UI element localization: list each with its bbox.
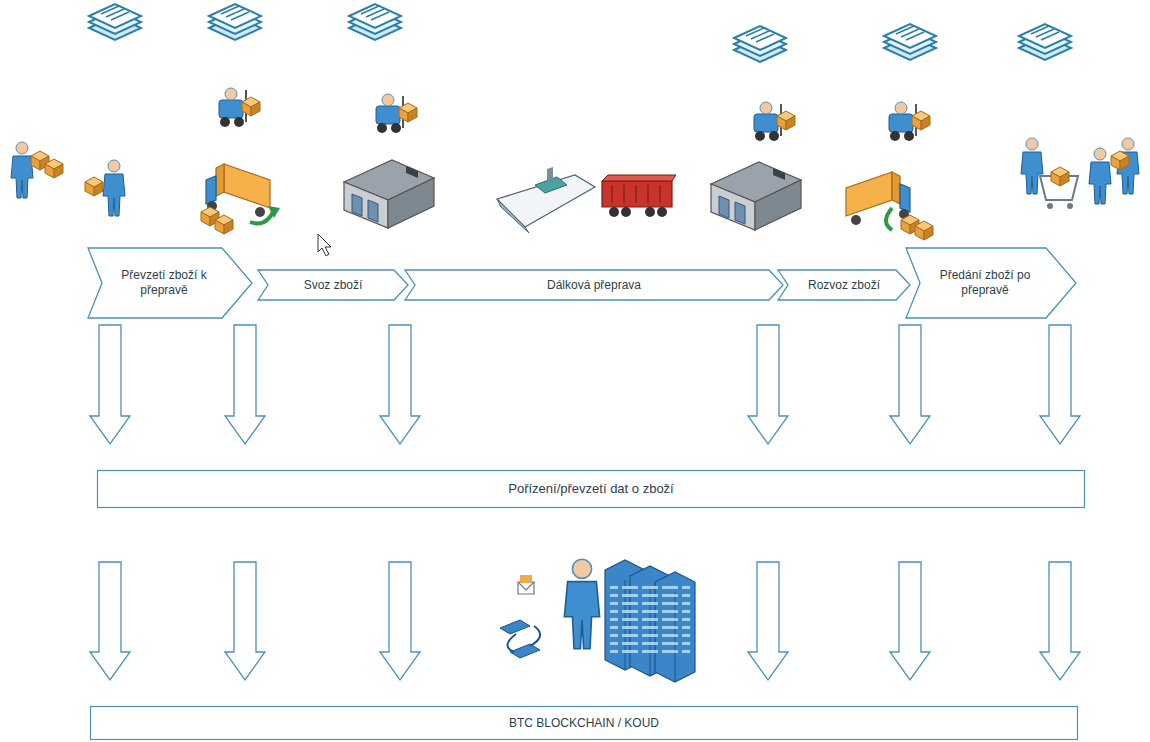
cursor-icon	[318, 234, 331, 256]
data-band: Pořízení/převzetí dat o zboží	[97, 470, 1085, 508]
green-arrow	[268, 206, 280, 218]
process-chevron: Rozvoz zboží	[778, 270, 910, 300]
process-chevron: Svoz zboží	[258, 270, 408, 300]
document-stack	[89, 4, 141, 40]
truck-icon	[846, 172, 910, 225]
receiver-people	[1021, 138, 1139, 209]
block-arrow	[225, 562, 265, 680]
document-stack	[734, 26, 786, 62]
label-area: BTC BLOCKCHAIN / KOUD	[90, 706, 1078, 740]
label-area: Svoz zboží	[258, 270, 408, 300]
person-icon	[1089, 148, 1111, 204]
parcel-icon	[45, 159, 63, 178]
server-slots	[610, 585, 690, 655]
block-arrow	[380, 325, 420, 444]
truck-icon	[206, 164, 270, 217]
warehouse-icon	[344, 160, 434, 228]
process-chevron: Převzetí zboží k přepravě	[88, 248, 252, 318]
block-arrow	[90, 325, 130, 444]
block-arrow	[1040, 325, 1080, 444]
forklift-icon	[889, 102, 930, 141]
label-area: Pořízení/převzetí dat o zboží	[97, 470, 1085, 508]
node-text: Dálková přeprava	[547, 278, 641, 293]
forklift-icon	[219, 88, 260, 127]
transport-icons	[201, 160, 933, 240]
person-icon	[103, 160, 125, 216]
node-text: Pořízení/převzetí dat o zboží	[508, 481, 673, 497]
person-icon	[564, 559, 599, 649]
person-icon	[1021, 138, 1043, 194]
node-text: Rozvoz zboží	[808, 278, 880, 293]
parcel-icon	[915, 221, 933, 240]
node-text: Svoz zboží	[304, 278, 363, 293]
block-arrow	[890, 325, 930, 444]
green-arrow	[886, 208, 892, 230]
envelope-icon	[520, 575, 532, 583]
node-text: Předání zboží po přepravě	[926, 268, 1044, 298]
label-area: Předání zboží po přepravě	[906, 248, 1076, 318]
document-stack	[349, 4, 401, 40]
chevron-shape	[778, 270, 910, 300]
envelope-icon	[518, 582, 534, 594]
document-stack	[884, 24, 936, 60]
forklift-icon	[754, 102, 795, 141]
block-arrow	[890, 562, 930, 680]
block-arrow	[225, 325, 265, 444]
rail-wagon-icon	[602, 175, 676, 217]
label-area: Převzetí zboží k přepravě	[88, 248, 252, 318]
block-arrow	[1040, 562, 1080, 680]
parcel-icon	[85, 177, 103, 196]
parcel-icon	[215, 215, 233, 234]
cart-icon	[1047, 203, 1053, 209]
band-shape	[98, 471, 1085, 508]
data-band: BTC BLOCKCHAIN / KOUD	[90, 706, 1078, 740]
label-area: Rozvoz zboží	[778, 270, 910, 300]
process-chevron: Dálková přeprava	[405, 270, 783, 300]
cart-icon	[1067, 203, 1073, 209]
chevron-shape	[88, 248, 252, 318]
chevron-shape	[405, 270, 783, 300]
ship-icon	[497, 167, 595, 233]
block-arrow	[380, 562, 420, 680]
document-stack	[209, 4, 261, 40]
chevron-shape	[906, 248, 1076, 318]
document-stacks	[89, 4, 1071, 62]
block-arrow	[748, 562, 788, 680]
block-arrow	[748, 325, 788, 444]
process-chevron: Předání zboží po přepravě	[906, 248, 1076, 318]
forklift-workers	[219, 88, 930, 141]
person-icon	[11, 142, 33, 198]
block-arrow	[90, 562, 130, 680]
chevron-shape	[258, 270, 408, 300]
network-icon	[500, 620, 540, 658]
warehouse-icon	[711, 162, 801, 230]
node-text: Převzetí zboží k přepravě	[108, 268, 220, 298]
node-text: BTC BLOCKCHAIN / KOUD	[509, 716, 659, 731]
sender-people	[11, 142, 125, 216]
parcel-icon	[1111, 151, 1129, 170]
parcel-icon	[1051, 167, 1069, 186]
envelope-icon	[518, 582, 534, 590]
forklift-icon	[376, 94, 417, 133]
server-group	[500, 559, 695, 682]
band-shape	[91, 707, 1078, 740]
green-arrow	[250, 210, 274, 224]
label-area: Dálková přeprava	[405, 270, 783, 300]
document-stack	[1019, 24, 1071, 60]
